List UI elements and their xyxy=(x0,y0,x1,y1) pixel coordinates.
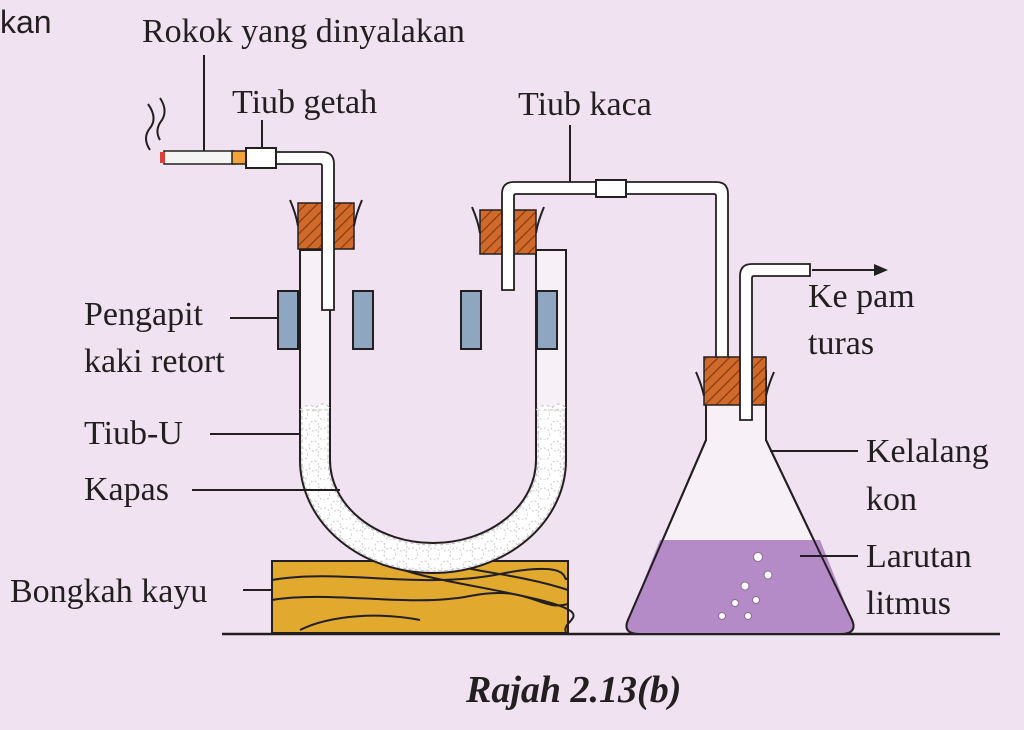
inlet-tube xyxy=(245,151,335,311)
glass-tube-joint xyxy=(595,179,627,198)
conical-flask xyxy=(625,370,855,635)
label-u-tube: Tiub-U xyxy=(84,415,183,452)
label-litmus-2: litmus xyxy=(866,585,951,622)
outlet-tube xyxy=(739,263,811,421)
clamp-right-inner xyxy=(460,290,482,350)
label-flask-1: Kelalang xyxy=(866,433,989,470)
label-glass-tube: Tiub kaca xyxy=(518,86,652,123)
cigarette xyxy=(145,97,247,165)
label-clamp-1: Pengapit xyxy=(84,296,204,333)
edge-text: kan xyxy=(0,4,52,40)
rubber-tube-joint xyxy=(245,147,277,169)
leader-lines xyxy=(192,55,858,591)
clamp-left-outer xyxy=(277,290,299,350)
label-to-pump-1: Ke pam xyxy=(808,278,915,315)
label-rubber-tube: Tiub getah xyxy=(232,84,377,121)
bubbles xyxy=(718,552,773,620)
label-clamp-2: kaki retort xyxy=(84,343,225,380)
label-litmus-1: Larutan xyxy=(866,538,972,575)
arrow-head xyxy=(874,264,888,276)
label-wood-block: Bongkah kayu xyxy=(10,573,207,610)
cotton-wool xyxy=(299,403,567,572)
flask-stopper xyxy=(703,356,767,406)
label-flask-2: kon xyxy=(866,481,917,518)
label-cotton: Kapas xyxy=(84,471,169,508)
label-cigarette: Rokok yang dinyalakan xyxy=(142,13,465,50)
clamp-right-outer xyxy=(536,290,558,350)
clamp-left-inner xyxy=(352,290,374,350)
label-to-pump-2: turas xyxy=(808,325,874,362)
figure-caption: Rajah 2.13(b) xyxy=(465,669,681,711)
